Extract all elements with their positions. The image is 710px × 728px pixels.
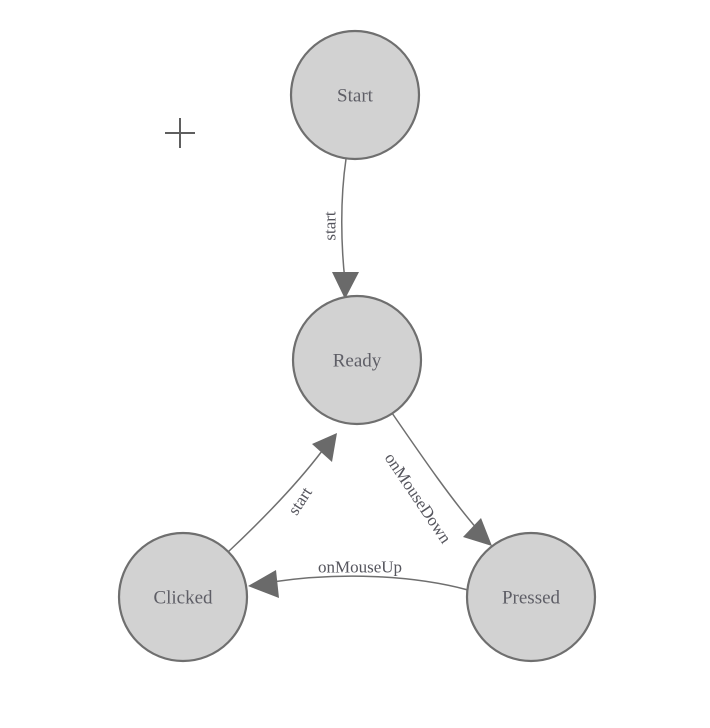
node-start-label: Start [337,86,374,107]
edge-clicked-to-ready-path [227,450,323,553]
node-clicked[interactable]: Clicked [117,531,249,663]
node-start-circle [289,29,421,161]
node-ready-label: Ready [333,351,382,372]
edge-clicked-to-ready[interactable]: start [227,433,337,553]
edge-pressed-to-clicked-path [271,575,469,591]
node-start[interactable]: Start [289,29,421,161]
edge-start-to-ready[interactable]: start [321,158,360,299]
node-pressed-circle [465,531,597,663]
edge-label-ready-to-pressed: onMouseDown [381,449,456,547]
edge-pressed-to-clicked[interactable]: onMouseUp [248,558,469,599]
edge-ready-to-pressed-arrowhead [463,518,492,546]
node-pressed[interactable]: Pressed [465,531,597,663]
node-ready-circle [291,294,423,426]
edge-pressed-to-clicked-arrowhead [248,570,279,598]
node-clicked-label: Clicked [153,588,213,609]
node-pressed-label: Pressed [502,588,561,609]
node-ready[interactable]: Ready [291,294,423,426]
edge-clicked-to-ready-arrowhead [312,433,337,462]
edge-label-clicked-to-ready: start [284,483,316,518]
edge-label-pressed-to-clicked: onMouseUp [318,558,402,577]
edge-ready-to-pressed-path [391,412,479,531]
crosshair-icon [165,118,195,148]
edge-start-to-ready-arrowhead [332,272,359,299]
edge-start-to-ready-path [341,158,347,282]
edge-label-start-to-ready: start [321,211,340,241]
edge-ready-to-pressed[interactable]: onMouseDown [381,412,492,547]
node-clicked-circle [117,531,249,663]
